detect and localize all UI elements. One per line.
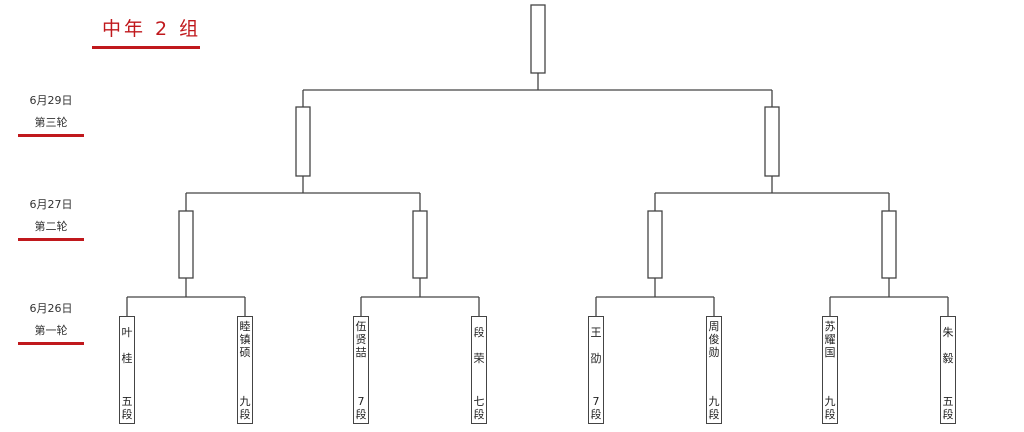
round3-match-box xyxy=(295,106,311,177)
player-box: 周俊勋 九段 xyxy=(706,316,722,424)
player-name: 叶桂 xyxy=(121,326,133,365)
player-box: 伍贤喆 7段 xyxy=(353,316,369,424)
round3-match-box xyxy=(764,106,780,177)
player-box: 苏耀国 九段 xyxy=(822,316,838,424)
round-2-underline xyxy=(18,238,84,241)
player-box: 叶桂 五段 xyxy=(119,316,135,424)
round-2-date: 6月27日 xyxy=(29,198,73,211)
round-3-underline xyxy=(18,134,84,137)
round-3-date: 6月29日 xyxy=(29,94,73,107)
round-3-name: 第三轮 xyxy=(34,116,68,129)
group-title: 中年 2 组 xyxy=(102,18,202,40)
player-name: 王劭 xyxy=(590,326,602,365)
player-rank: 七段 xyxy=(473,395,485,421)
round2-match-box xyxy=(178,210,194,279)
player-box: 王劭 7段 xyxy=(588,316,604,424)
player-name: 伍贤喆 xyxy=(355,320,367,359)
player-name: 苏耀国 xyxy=(824,320,836,359)
round-label-3: 6月29日 第三轮 xyxy=(18,94,84,137)
player-rank: 7段 xyxy=(590,395,602,421)
round2-match-box xyxy=(881,210,897,279)
player-rank: 九段 xyxy=(239,395,251,421)
round-1-name: 第一轮 xyxy=(34,324,68,337)
player-rank: 九段 xyxy=(824,395,836,421)
player-rank: 五段 xyxy=(942,395,954,421)
player-rank: 7段 xyxy=(355,395,367,421)
player-box: 睦镇硕 九段 xyxy=(237,316,253,424)
player-name: 朱毅 xyxy=(942,326,954,365)
player-name: 周俊勋 xyxy=(708,320,720,359)
round2-match-box xyxy=(647,210,663,279)
player-rank: 九段 xyxy=(708,395,720,421)
round-label-1: 6月26日 第一轮 xyxy=(18,302,84,345)
player-box: 朱毅 五段 xyxy=(940,316,956,424)
round-1-date: 6月26日 xyxy=(29,302,73,315)
player-name: 睦镇硕 xyxy=(239,320,251,359)
player-name: 段荣 xyxy=(473,326,485,365)
round-1-underline xyxy=(18,342,84,345)
final-match-box xyxy=(530,4,546,74)
title-underline xyxy=(92,46,200,49)
round-label-2: 6月27日 第二轮 xyxy=(18,198,84,241)
round2-match-box xyxy=(412,210,428,279)
player-box: 段荣 七段 xyxy=(471,316,487,424)
round-2-name: 第二轮 xyxy=(34,220,68,233)
player-rank: 五段 xyxy=(121,395,133,421)
